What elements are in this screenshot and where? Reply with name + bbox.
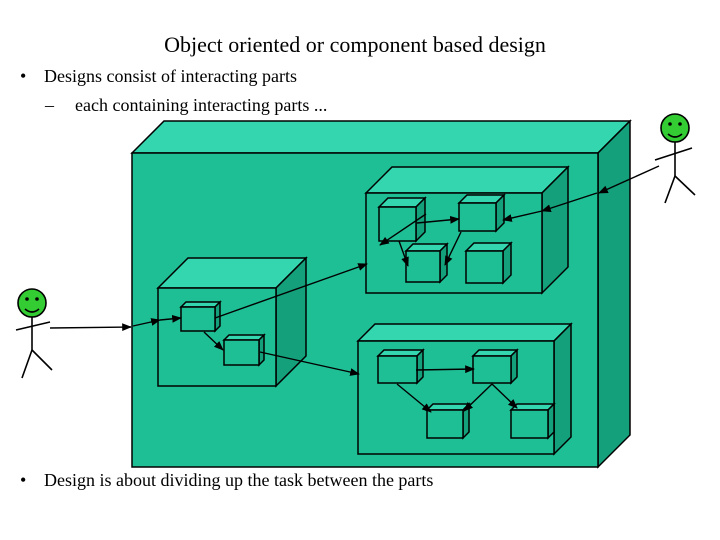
arrow-icon — [259, 351, 360, 376]
arrow-icon — [49, 323, 132, 332]
arrow-icon — [415, 365, 475, 374]
arrow-icon — [132, 318, 161, 327]
stick-figure-left-icon — [15, 288, 53, 379]
arrow-icon — [416, 215, 460, 224]
part-box — [222, 333, 266, 367]
bullet-marker: • — [20, 470, 27, 490]
arrow-icon — [159, 314, 182, 323]
arrow-icon — [502, 210, 543, 222]
part-box — [425, 402, 471, 440]
arrow-icon — [214, 263, 368, 319]
part-box — [457, 193, 506, 233]
arrow-icon — [203, 331, 224, 351]
sub-bullet-1-text: each containing interacting parts ... — [75, 95, 328, 115]
part-box — [471, 348, 519, 385]
part-box — [509, 402, 556, 440]
bullet-1: • Designs consist of interacting parts — [20, 66, 297, 87]
sub-component-left-box — [156, 256, 308, 388]
part-box — [464, 241, 513, 285]
part-box — [404, 242, 449, 284]
part-box — [376, 348, 425, 385]
bullet-2-text: Design is about dividing up the task bet… — [44, 470, 434, 490]
bullet-1-text: Designs consist of interacting parts — [44, 66, 297, 86]
arrow-icon — [396, 383, 432, 413]
arrow-icon — [463, 383, 493, 412]
sub-bullet-1: – each containing interacting parts ... — [45, 95, 327, 116]
stick-figure-right-icon — [654, 113, 696, 204]
bullet-2: • Design is about dividing up the task be… — [20, 470, 433, 491]
arrow-icon — [598, 165, 660, 194]
arrow-icon — [491, 383, 518, 409]
arrow-icon — [444, 231, 462, 266]
arrow-icon — [398, 240, 409, 267]
part-box — [179, 300, 222, 333]
arrow-icon — [541, 192, 598, 212]
part-box — [377, 196, 427, 243]
arrow-icon — [379, 213, 427, 246]
slide-title: Object oriented or component based desig… — [164, 32, 546, 57]
dash-marker: – — [45, 95, 54, 115]
bullet-marker: • — [20, 66, 27, 86]
